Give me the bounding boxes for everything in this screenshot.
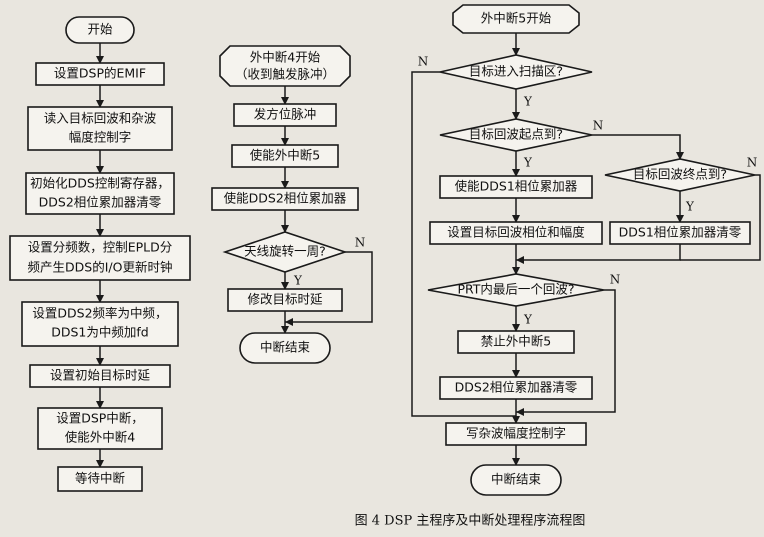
int5-echo-end-decision (604, 158, 756, 192)
int5-echo-end-no-label: N (747, 156, 758, 170)
int4-dds2-label: 使能DDS2相位累加器 (224, 191, 347, 206)
int5-end-label: 中断结束 (491, 472, 542, 487)
main-freq-node (21, 301, 179, 347)
main-div-node (9, 235, 191, 281)
main-div-label-2: 频产生DDS的I/O更新时钟 (28, 260, 173, 275)
int5-echo-start-yes-label: Y (523, 156, 533, 170)
int5-prt-decision (427, 273, 605, 307)
main-freq-label-2: DDS1为中频加fd (51, 325, 148, 340)
interrupt-5-routine: 外中断5开始 目标进入扫描区? Y N 目标回波起点到? Y N 使能DDS1相… (411, 4, 761, 496)
int5-clear-dds2-label: DDS2相位累加器清零 (455, 380, 578, 395)
int5-scan-decision (439, 54, 593, 90)
int5-prt-no-label: N (610, 273, 621, 287)
int5-clear-dds1-node (609, 221, 751, 245)
int5-echo-end-label: 目标回波终点到? (633, 167, 727, 182)
main-div-label-1: 设置分频数，控制EPLD分 (28, 240, 173, 255)
int4-start-label-2: （收到触发脉冲） (235, 67, 335, 82)
int5-prt-label: PRT内最后一个回波? (457, 282, 574, 297)
main-delay-node (29, 364, 171, 388)
int4-modify-label: 修改目标时延 (247, 292, 323, 307)
main-read-label-2: 幅度控制字 (69, 130, 132, 145)
int5-scan-no-label: N (418, 55, 429, 69)
main-delay-label: 设置初始目标时延 (50, 368, 151, 383)
main-emif-node (35, 62, 165, 86)
int5-scan-label: 目标进入扫描区? (469, 64, 563, 79)
int5-echo-start-decision (439, 118, 593, 152)
int5-end-node (470, 464, 562, 496)
int5-echo-end-yes-label: Y (685, 200, 695, 214)
main-emif-label: 设置DSP的EMIF (54, 66, 146, 81)
edge-int5-merge-arrowhead (516, 256, 524, 264)
main-init-label-2: DDS2相位累加器清零 (39, 195, 162, 210)
main-wait-node (57, 466, 143, 492)
int5-echo-start-no-label: N (593, 119, 604, 133)
main-start-node (65, 16, 135, 44)
main-read-node (27, 106, 173, 151)
int5-clear-dds2-node (439, 376, 593, 400)
int4-modify-node (227, 288, 343, 312)
int4-rotate-no-label: N (355, 236, 366, 250)
int5-phase-node (429, 221, 603, 245)
int4-enable5-node (231, 144, 339, 168)
int4-enable5-label: 使能外中断5 (250, 148, 320, 163)
main-freq-label-1: 设置DDS2频率为中频， (32, 306, 167, 321)
int5-echo-start-label: 目标回波起点到? (469, 127, 563, 142)
int5-write-label: 写杂波幅度控制字 (466, 426, 566, 441)
int4-rotate-label: 天线旋转一周? (244, 244, 326, 259)
figure-caption: 图 4 DSP 主程序及中断处理程序流程图 (355, 514, 586, 529)
int4-start-node (219, 45, 351, 87)
int4-end-node (239, 332, 331, 364)
int4-rotate-decision (222, 231, 348, 273)
edge-int5-echo-start-no (592, 134, 684, 160)
edge-int4-rotate-no (285, 251, 373, 323)
int4-pulse-label: 发方位脉冲 (254, 107, 317, 122)
int4-rotate-yes-label: Y (293, 274, 303, 288)
edge-int5-prt-no (516, 289, 616, 413)
edge-int5-clear-dds1-merge (516, 244, 681, 261)
edge-int4-no-arrowhead (285, 318, 293, 326)
int5-write-node (445, 422, 587, 446)
edge-int5-echo-end-no (680, 174, 761, 261)
main-program: 开始 设置DSP的EMIF 读入目标回波和杂波 幅度控制字 初始化DDS控制寄存… (9, 16, 191, 492)
int5-start-node (452, 4, 580, 34)
int5-disable5-label: 禁止外中断5 (481, 334, 551, 349)
int5-dds1-label: 使能DDS1相位累加器 (455, 179, 578, 194)
int5-scan-yes-label: Y (523, 95, 533, 109)
interrupt-4-routine: 外中断4开始 （收到触发脉冲） 发方位脉冲 使能外中断5 使能DDS2相位累加器… (211, 45, 373, 364)
edge-int5-scan-no (411, 71, 516, 417)
int5-dds1-node (439, 175, 593, 199)
main-init-label-1: 初始化DDS控制寄存器， (30, 176, 170, 191)
main-read-label-1: 读入目标回波和杂波 (44, 111, 157, 126)
int5-prt-yes-label: Y (523, 313, 533, 327)
main-int-node (37, 407, 163, 450)
edge-int5-prt-no-arrowhead (516, 408, 524, 416)
main-int-label-1: 设置DSP中断， (56, 411, 144, 426)
int5-start-label: 外中断5开始 (481, 11, 552, 26)
int5-phase-label: 设置目标回波相位和幅度 (447, 225, 585, 240)
main-start-label: 开始 (87, 22, 113, 37)
int5-disable5-node (457, 330, 575, 354)
main-init-node (25, 172, 175, 215)
int4-dds2-node (211, 187, 359, 211)
int5-clear-dds1-label: DDS1相位累加器清零 (619, 225, 742, 240)
main-int-label-2: 使能外中断4 (65, 430, 136, 445)
int4-start-label-1: 外中断4开始 (250, 50, 321, 65)
int4-pulse-node (233, 103, 337, 127)
main-wait-label: 等待中断 (75, 471, 125, 486)
int4-end-label: 中断结束 (260, 340, 311, 355)
